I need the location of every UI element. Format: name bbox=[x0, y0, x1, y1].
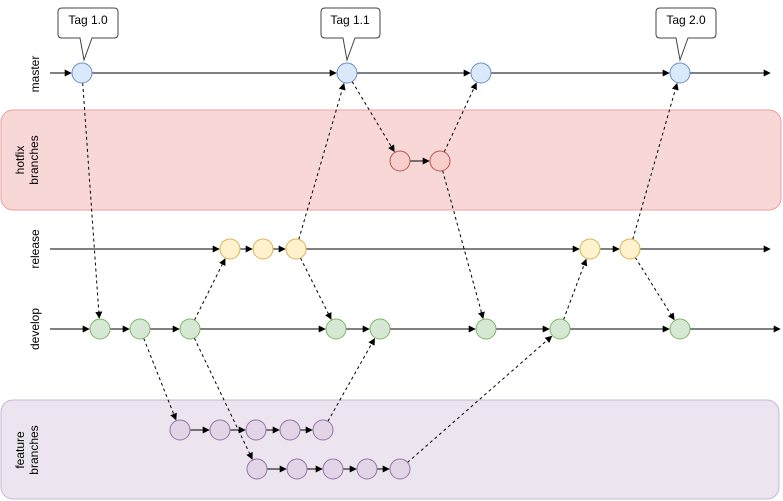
develop-commit-node bbox=[325, 318, 347, 340]
merge-arrow bbox=[194, 258, 226, 321]
hotfix-commit-node bbox=[389, 150, 411, 172]
tag-callout-2-0: Tag 2.0 bbox=[655, 7, 717, 62]
release-commit-node bbox=[219, 238, 241, 260]
edges bbox=[50, 69, 781, 473]
lane-label-release: release bbox=[28, 229, 42, 269]
lane-label-hotfix-branches: branches bbox=[27, 135, 41, 184]
develop-commit-node bbox=[129, 318, 151, 340]
merge-arrow bbox=[443, 82, 477, 153]
release-commit-node bbox=[285, 238, 307, 260]
merge-arrow bbox=[563, 258, 588, 320]
develop-commit-node bbox=[475, 318, 497, 340]
release-commit-node bbox=[579, 238, 601, 260]
feature-band bbox=[0, 399, 780, 500]
merge-arrow bbox=[407, 335, 553, 463]
merge-arrow bbox=[632, 82, 679, 240]
feature-commit-node bbox=[356, 458, 378, 480]
tag-label: Tag 1.0 bbox=[68, 13, 108, 27]
feature-commit-node bbox=[286, 458, 308, 480]
develop-commit-node bbox=[369, 318, 391, 340]
develop-commit-node bbox=[179, 318, 201, 340]
feature-commit-node bbox=[246, 458, 268, 480]
feature-commit-node bbox=[279, 419, 301, 441]
merge-arrow bbox=[193, 337, 253, 460]
feature-commit-node bbox=[169, 419, 191, 441]
tag-callout-1-1: Tag 1.1 bbox=[320, 7, 381, 62]
develop-commit-node bbox=[549, 318, 571, 340]
merge-arrow bbox=[351, 81, 395, 153]
master-commit-node bbox=[470, 62, 492, 84]
feature-commit-node bbox=[389, 458, 411, 480]
hotfix-commit-node bbox=[429, 150, 451, 172]
master-commit-node bbox=[71, 62, 93, 84]
master-commit-node bbox=[669, 62, 691, 84]
nodes bbox=[71, 62, 691, 480]
tag-label: Tag 2.0 bbox=[666, 13, 706, 27]
merge-arrow bbox=[300, 257, 332, 320]
develop-commit-node bbox=[89, 318, 111, 340]
merge-arrow bbox=[143, 338, 177, 421]
feature-commit-node bbox=[312, 419, 334, 441]
lane-label-master: master bbox=[28, 56, 42, 93]
merge-arrow bbox=[442, 170, 485, 320]
release-commit-node bbox=[619, 238, 641, 260]
lane-label-hotfix: hotfix bbox=[13, 146, 27, 175]
feature-commit-node bbox=[245, 419, 267, 441]
tag-callout-1-0: Tag 1.0 bbox=[57, 7, 119, 62]
lane-label-feature: feature bbox=[13, 431, 27, 469]
merge-arrow bbox=[327, 337, 376, 422]
feature-commit-node bbox=[209, 419, 231, 441]
merge-arrow bbox=[634, 257, 675, 321]
tag-label: Tag 1.1 bbox=[330, 13, 370, 27]
master-commit-node bbox=[336, 62, 358, 84]
feature-commit-node bbox=[322, 458, 344, 480]
develop-commit-node bbox=[669, 318, 691, 340]
lane-label-feature-branches: branches bbox=[27, 425, 41, 474]
lane-label-develop: develop bbox=[28, 308, 42, 350]
release-commit-node bbox=[252, 238, 274, 260]
